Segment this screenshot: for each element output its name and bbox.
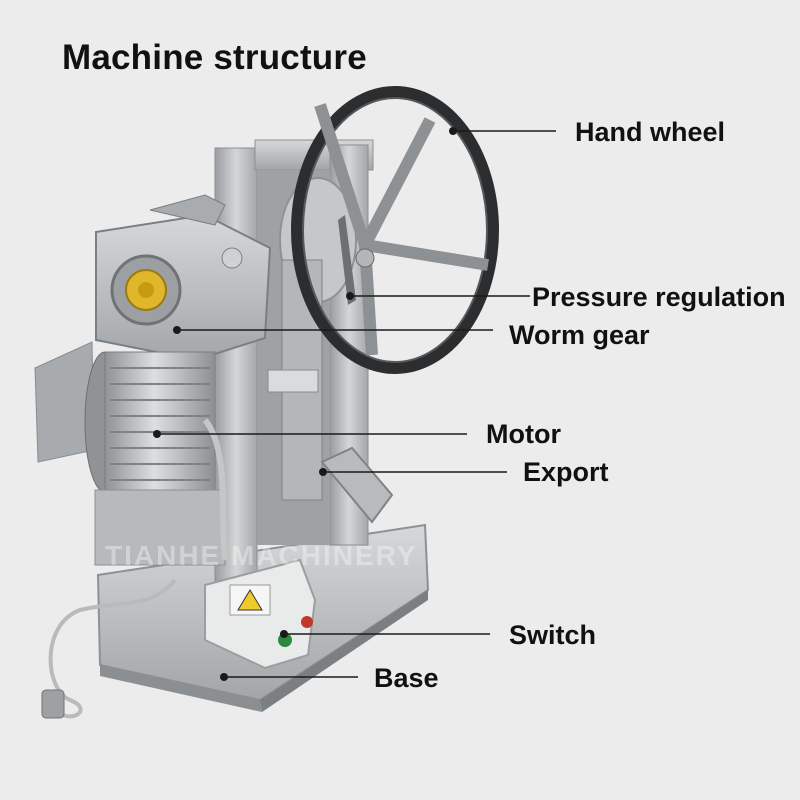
worm-gear-box xyxy=(95,194,272,362)
motor-cable xyxy=(202,418,228,561)
plug xyxy=(41,689,65,719)
die-block xyxy=(267,369,319,393)
leader-dots xyxy=(153,127,457,681)
motor-body xyxy=(84,351,226,566)
label-export: Export xyxy=(523,457,609,487)
gear-teeth xyxy=(338,215,356,305)
label-pressure-regulation: Pressure regulation xyxy=(532,282,786,312)
switch-box xyxy=(204,558,317,670)
power-cord xyxy=(48,578,177,719)
label-hand-wheel: Hand wheel xyxy=(575,117,726,147)
label-switch: Switch xyxy=(509,620,597,650)
export-chute xyxy=(320,446,394,524)
hand-wheel xyxy=(291,86,499,374)
watermark: TIANHE MACHINERY xyxy=(105,540,418,571)
label-worm-gear: Worm gear xyxy=(509,320,650,350)
diagram-title: Machine structure xyxy=(62,38,367,77)
leader-lines xyxy=(157,130,556,678)
side-plate xyxy=(34,341,95,463)
label-base: Base xyxy=(374,663,439,693)
label-motor: Motor xyxy=(486,419,561,449)
